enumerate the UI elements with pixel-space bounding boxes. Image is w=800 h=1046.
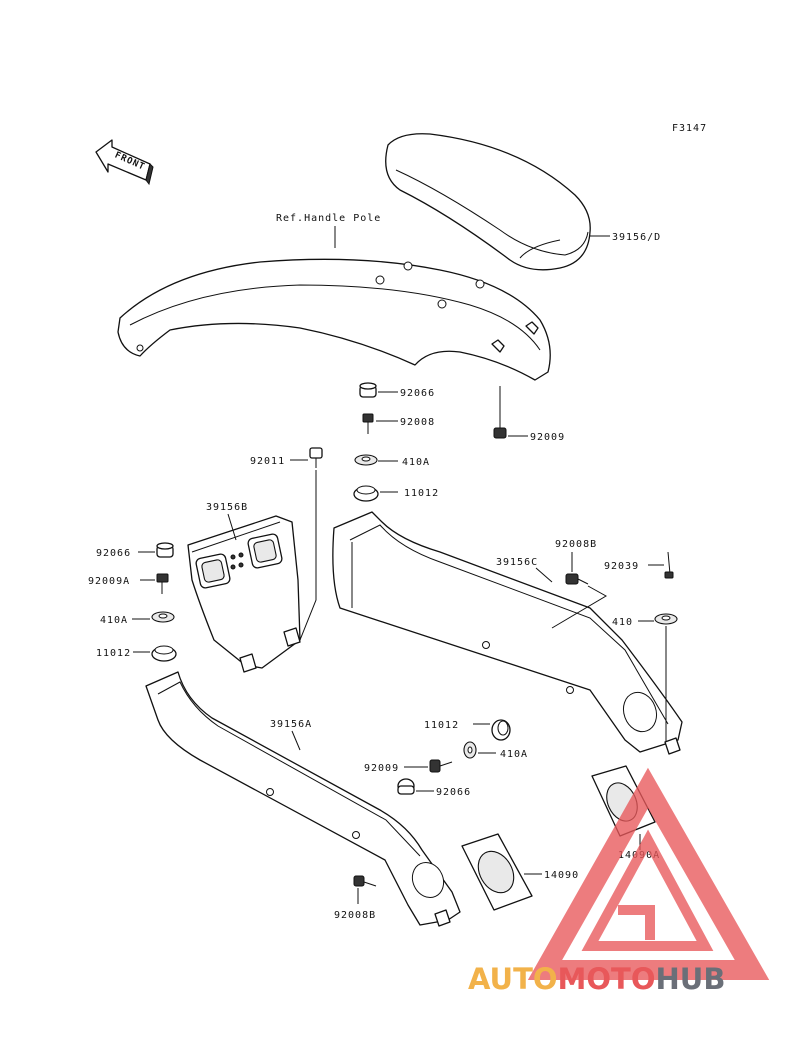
callout-39156C: 39156C	[496, 557, 538, 568]
grommet-11012-mid	[491, 719, 511, 741]
callout-92009A: 92009A	[88, 576, 130, 587]
seat-cushion	[385, 133, 591, 271]
bolt-92009-mid	[429, 759, 453, 773]
watermark-text: AUTOMOTOHUB	[468, 962, 725, 996]
bolt-92009A	[156, 573, 169, 594]
cap-92066-top	[359, 382, 377, 398]
side-panel-39156A	[145, 671, 461, 927]
watermark-part-auto: AUTO	[468, 962, 558, 996]
callout-92008B-bottom: 92008B	[334, 910, 376, 921]
front-panel-39156B	[187, 515, 301, 673]
automotohub-logo-icon	[527, 767, 770, 980]
callout-410A-left: 410A	[100, 615, 128, 626]
washer-410A-top	[354, 454, 378, 466]
bolt-92008B-right	[565, 573, 589, 585]
callout-39156B: 39156B	[206, 502, 248, 513]
callout-410A-top: 410A	[402, 457, 430, 468]
grommet-11012-left	[151, 645, 177, 662]
front-arrow-icon: FRONT	[95, 139, 154, 186]
bolt-92011	[309, 447, 323, 468]
pin-92039	[664, 551, 674, 579]
callout-92009-mid: 92009	[364, 763, 399, 774]
washer-410-right	[654, 613, 678, 625]
cap-92066-left	[156, 542, 174, 558]
bolt-92009-top	[493, 386, 507, 439]
watermark-part-hub: HUB	[655, 962, 726, 996]
reference-note: Ref.Handle Pole	[276, 213, 381, 224]
callout-92008B-right: 92008B	[555, 539, 597, 550]
callout-14090: 14090	[544, 870, 579, 881]
callout-410A-mid: 410A	[500, 749, 528, 760]
cap-92066-mid	[397, 778, 415, 795]
washer-410A-left	[151, 611, 175, 623]
callout-39156D: 39156/D	[612, 232, 661, 243]
callout-92066-mid: 92066	[436, 787, 471, 798]
callout-11012-top: 11012	[404, 488, 439, 499]
callout-39156A: 39156A	[270, 719, 312, 730]
callout-92066-left: 92066	[96, 548, 131, 559]
callout-92066-top: 92066	[400, 388, 435, 399]
callout-92009-top: 92009	[530, 432, 565, 443]
callout-410: 410	[612, 617, 633, 628]
bolt-92008-top	[362, 413, 374, 434]
callout-11012-mid: 11012	[424, 720, 459, 731]
bolt-92008B-bottom	[353, 875, 377, 887]
washer-410A-mid	[463, 741, 477, 759]
side-panel-39156C	[332, 511, 683, 755]
grommet-11012-top	[353, 485, 379, 502]
callout-92011: 92011	[250, 456, 285, 467]
gasket-14090	[461, 833, 533, 911]
callout-92008-top: 92008	[400, 417, 435, 428]
figure-id: F3147	[672, 123, 707, 134]
callout-92039: 92039	[604, 561, 639, 572]
callout-11012-left: 11012	[96, 648, 131, 659]
watermark-part-moto: MOTO	[557, 962, 656, 996]
handle-pole-cover	[117, 258, 551, 381]
